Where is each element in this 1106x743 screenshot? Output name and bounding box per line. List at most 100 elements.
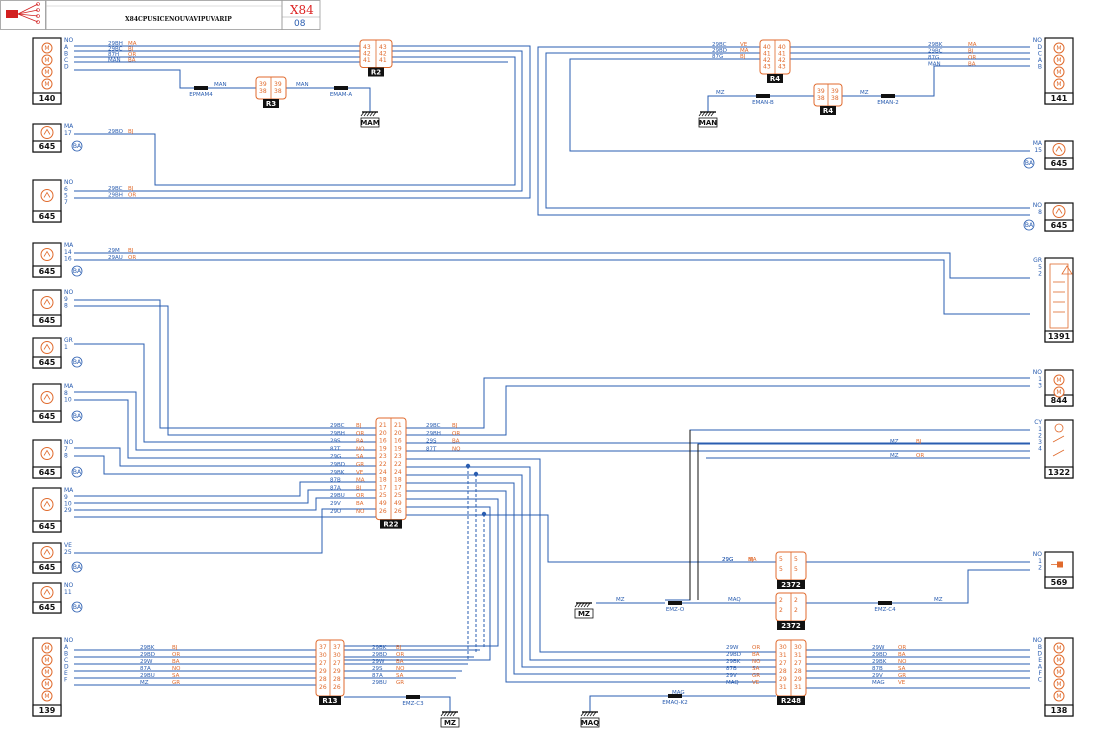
- pin-label: A: [64, 44, 69, 51]
- connector-pin: 38: [259, 88, 267, 95]
- splice-label: EMZ-C3: [402, 701, 424, 707]
- pin-header: NO: [64, 637, 73, 644]
- wire-label: MZ: [716, 90, 725, 96]
- pin-header: MA: [1033, 140, 1043, 147]
- pin-header: NO: [1033, 637, 1042, 644]
- component-label-box: [1044, 704, 1074, 717]
- wire-color-code: BJ: [356, 423, 362, 429]
- connector-pin: 18: [394, 477, 402, 484]
- wire-label: MZ: [616, 597, 625, 603]
- pin-label: C: [64, 57, 68, 64]
- connector-pin: 28: [333, 676, 341, 683]
- pin-label: 25: [64, 549, 72, 556]
- wire-label: 87A: [330, 485, 341, 491]
- wire-color-code: BA: [356, 439, 364, 445]
- pin-label: 11: [64, 589, 72, 596]
- wire-label: 87G: [928, 55, 939, 61]
- connector-pin: 5: [779, 556, 783, 563]
- connector-pin: 20: [394, 430, 402, 437]
- wire-color-code: BJ: [128, 129, 134, 135]
- component-number: 1391: [1048, 332, 1071, 341]
- pin-header: NO: [64, 582, 73, 589]
- lamp-icon: [1049, 263, 1073, 329]
- ground-g5: MAQ: [580, 711, 600, 728]
- component-number: 645: [39, 603, 56, 612]
- wire-color-code: GR: [898, 673, 906, 679]
- component-number: 645: [39, 212, 56, 221]
- wire-label: 29BD: [372, 652, 387, 658]
- splice-s4: EMAN-2: [877, 94, 899, 106]
- wire-label: MZ: [140, 680, 149, 686]
- pin-label: D: [1037, 651, 1042, 658]
- wire-color-code: SA: [396, 673, 404, 679]
- ecu-icon: [40, 296, 54, 309]
- connector-pin: 38: [817, 95, 825, 102]
- connector-pin: 31: [779, 684, 787, 691]
- splice-s3: EMAN-B: [752, 94, 774, 106]
- pin-label: 1: [1038, 426, 1042, 433]
- svg-text:M: M: [1056, 681, 1061, 688]
- wire-label: MAQ: [726, 680, 739, 686]
- svg-text:M: M: [44, 81, 49, 88]
- svg-text:M: M: [1056, 657, 1061, 664]
- ground-label: MAM: [360, 119, 379, 127]
- pin-header: NO: [1033, 551, 1042, 558]
- connector-label: R3: [266, 100, 276, 108]
- pin-label: 8: [64, 303, 68, 310]
- connector-pin: 30: [333, 652, 341, 659]
- wire-label: MZ: [934, 597, 943, 603]
- pin-label: 17: [64, 130, 72, 137]
- ecu-icon: [1052, 205, 1066, 218]
- svg-text:M: M: [44, 669, 49, 676]
- ecu-icon: [40, 546, 54, 559]
- svg-text:M: M: [1056, 69, 1061, 76]
- pin-label: B: [64, 651, 68, 658]
- svg-text:M: M: [1056, 669, 1061, 676]
- wire-label: 29BD: [726, 652, 741, 658]
- pin-label: B: [64, 51, 68, 58]
- wire-color-code: NO: [452, 446, 461, 452]
- connector-pin: 29: [794, 676, 802, 683]
- wire-label: MAQ: [728, 597, 741, 603]
- wire-color-code: BA: [752, 652, 760, 658]
- wire-label: MZ: [860, 90, 869, 96]
- connector-label: R4: [823, 107, 833, 115]
- pin-label: 1: [1038, 376, 1042, 383]
- connector-pin: 26: [319, 684, 327, 691]
- connector-pin: 5: [794, 566, 798, 573]
- wire-color-code: BJ: [172, 645, 178, 651]
- components: 140MMMMNOABCD645MA17BA645NO657645MA1416B…: [32, 37, 1074, 717]
- ground-label: MZ: [444, 719, 456, 727]
- wire-color-code: BA: [128, 58, 136, 64]
- black-wires: [689, 430, 699, 600]
- component-label-box: [32, 704, 62, 717]
- connector-pin: 29: [333, 668, 341, 675]
- wire-label: 29BD: [330, 462, 345, 468]
- pin-label: 3: [1038, 439, 1042, 446]
- connector-pin: 41: [363, 57, 371, 64]
- connector-pin: 29: [779, 676, 787, 683]
- wire-label: 29W: [726, 645, 739, 651]
- pin-label: D: [64, 664, 69, 671]
- splice-s2: EMAM-A: [330, 86, 352, 98]
- connector-pin: 30: [794, 644, 802, 651]
- connector-pin: 2: [794, 607, 798, 614]
- reference-badge: [1023, 157, 1035, 169]
- ecu-icon: [40, 391, 54, 404]
- component-label-box: [32, 265, 62, 278]
- wire-color-code: VE: [898, 680, 906, 686]
- wire-color-code: BJ: [748, 557, 754, 563]
- pin-label: 3: [1038, 383, 1042, 390]
- pin-header: NO: [64, 37, 73, 44]
- wire-color-code: BJ: [452, 423, 458, 429]
- connector-pin: 16: [394, 438, 402, 445]
